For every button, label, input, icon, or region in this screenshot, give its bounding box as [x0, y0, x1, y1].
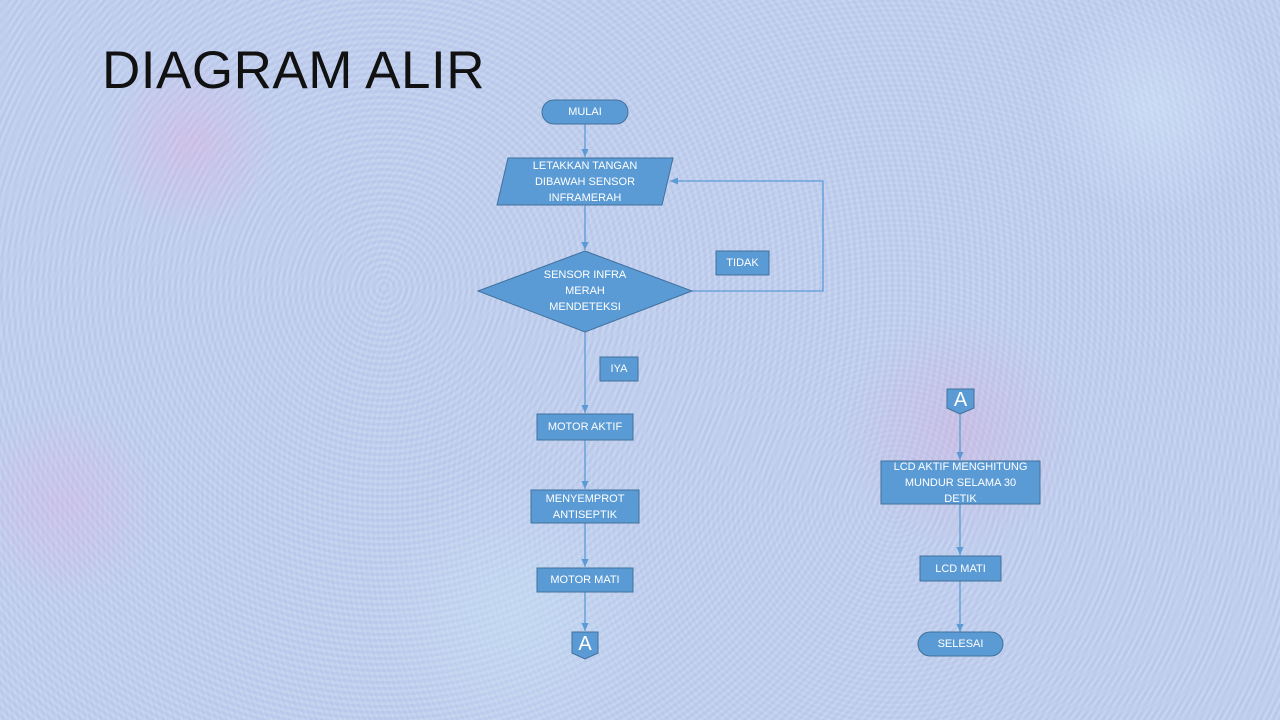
selesai-label: SELESAI: [937, 638, 984, 650]
process-motor-mati: [536, 567, 634, 593]
input-parallelogram: [496, 157, 674, 206]
process-motor-aktif: [536, 413, 634, 441]
mulai-label: MULAI: [568, 106, 602, 118]
decision-label: SENSOR INFRA MERAH MENDETEKSI: [543, 269, 627, 313]
iya-label: IYA: [610, 363, 628, 375]
offpage-connector-in: [946, 388, 975, 415]
arrow-tidak-loop: [670, 177, 824, 292]
motor-mati-label: MOTOR MATI: [550, 574, 620, 586]
decision-diamond: [476, 250, 694, 333]
terminal-selesai: [917, 631, 1004, 657]
lcd-mati-label: LCD MATI: [935, 562, 986, 575]
process-lcd-mati: [919, 555, 1002, 582]
connector-in-label: A: [953, 389, 968, 411]
connector-out-label: A: [578, 633, 592, 655]
lcd-aktif-label: LCD AKTIF MENGHITUNG MUNDUR SELAMA 30 DE…: [893, 460, 1028, 505]
terminal-mulai: [541, 99, 629, 125]
label-box-iya: [599, 356, 639, 382]
motor-aktif-label: MOTOR AKTIF: [547, 421, 623, 433]
process-menyemprot: [530, 489, 640, 524]
label-box-tidak: [715, 250, 770, 276]
tidak-label: TIDAK: [726, 257, 759, 269]
input-label: LETAKKAN TANGAN DIBAWAH SENSOR INFRAMERA…: [532, 159, 638, 204]
offpage-connector-out: [571, 631, 599, 660]
page-title: DIAGRAM ALIR: [102, 41, 485, 100]
process-lcd-aktif: [880, 460, 1041, 505]
menyemprot-label: MENYEMPROT ANTISEPTIK: [545, 492, 625, 521]
